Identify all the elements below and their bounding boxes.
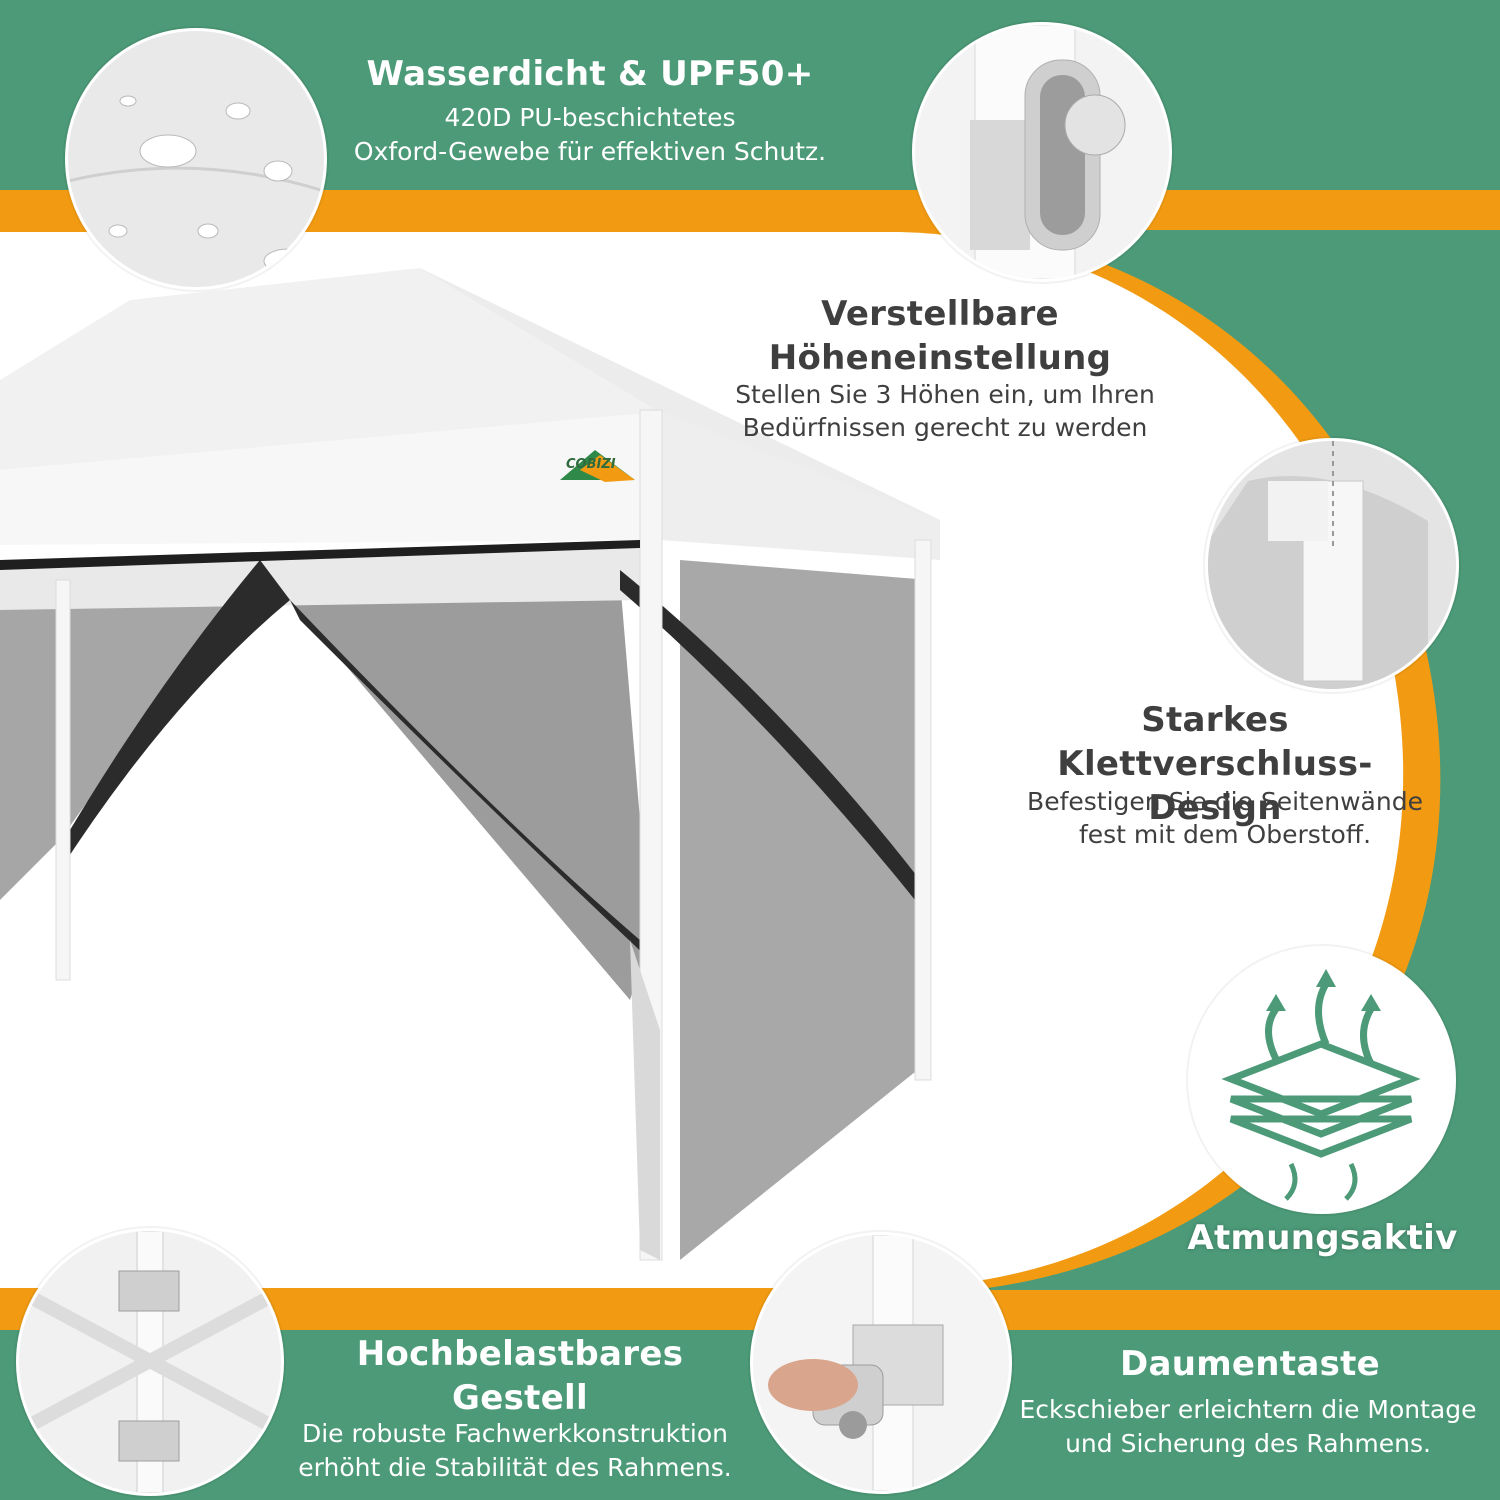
height-lock-icon: [912, 22, 1172, 282]
height-desc-line1: Stellen Sie 3 Höhen ein, um Ihren: [735, 380, 1155, 409]
height-title-line1: Verstellbare: [821, 294, 1059, 334]
breathable-title: Atmungsaktiv: [1187, 1218, 1458, 1258]
height-desc-line2: Bedürfnissen gerecht zu werden: [742, 413, 1148, 442]
thumb-slider-icon: [750, 1232, 1012, 1494]
waterproof-desc-line1: 420D PU-beschichtetes: [444, 103, 736, 132]
brand-logo: COBIZI: [566, 457, 616, 472]
thumb-title: Daumentaste: [1119, 1344, 1381, 1384]
frame-title-line2: Gestell: [452, 1378, 588, 1418]
velcro-desc-line1: Befestigen Sie die Seitenwände: [1027, 787, 1423, 816]
velcro-strap-icon: [1205, 438, 1459, 692]
truss-frame-icon: [16, 1228, 284, 1496]
frame-desc-line1: Die robuste Fachwerkkonstruktion: [301, 1419, 729, 1448]
waterproof-fabric-icon: [65, 28, 327, 290]
velcro-desc-line2: fest mit dem Oberstoff.: [1078, 820, 1372, 849]
height-title-line2: Höheneinstellung: [768, 338, 1112, 378]
thumb-desc-line2: und Sicherung des Rahmens.: [1065, 1429, 1431, 1458]
velcro-title-line1: Starkes: [1141, 700, 1289, 740]
breathable-icon: [1188, 946, 1456, 1214]
waterproof-desc-line2: Oxford-Gewebe für effektiven Schutz.: [353, 137, 827, 166]
frame-desc-line2: erhöht die Stabilität des Rahmens.: [298, 1453, 732, 1482]
thumb-desc-line1: Eckschieber erleichtern die Montage: [1019, 1395, 1477, 1424]
frame-title-line1: Hochbelastbares: [356, 1334, 684, 1374]
waterproof-title: Wasserdicht & UPF50+: [366, 54, 814, 94]
velcro-title-line2: Klettverschluss-Design: [1057, 744, 1373, 828]
